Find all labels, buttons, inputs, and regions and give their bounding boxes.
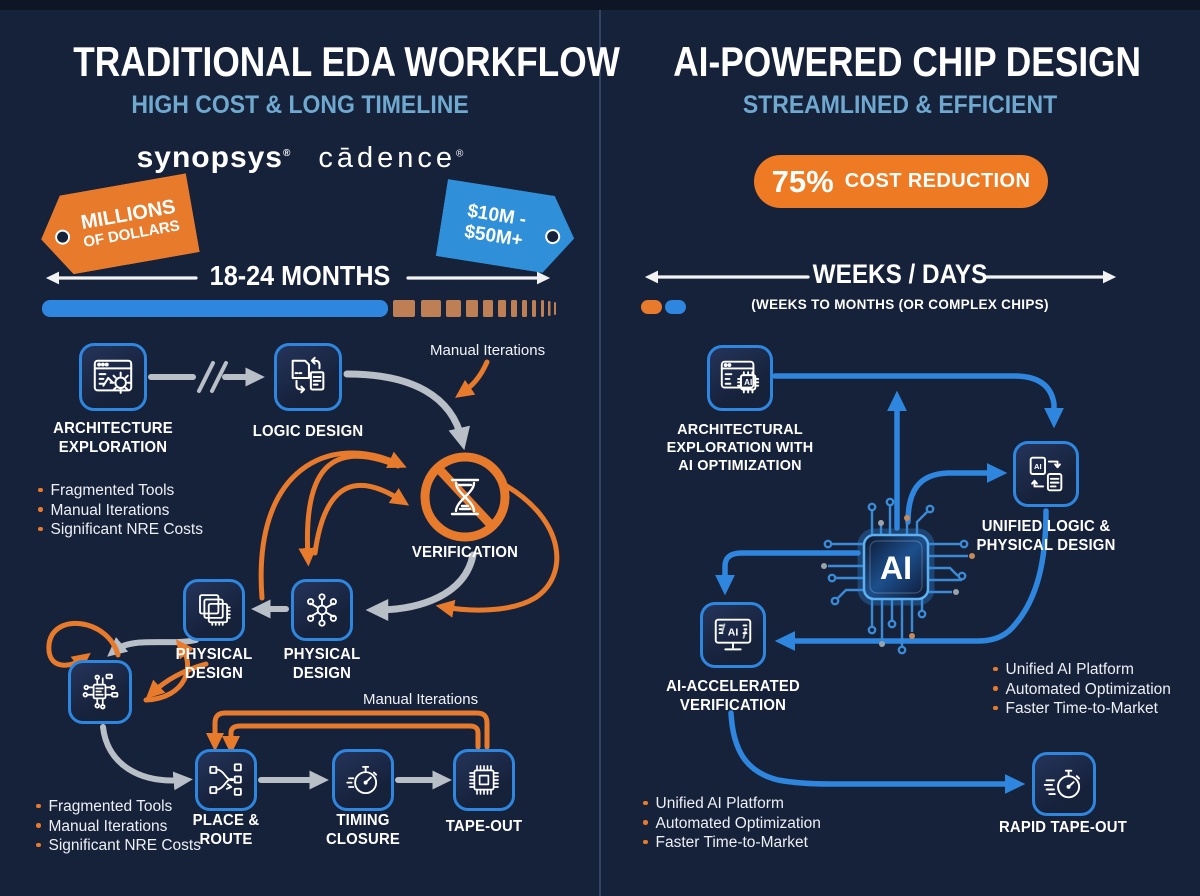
physical-design-layers-icon bbox=[199, 594, 231, 626]
bullet-item: Manual Iterations bbox=[38, 501, 203, 521]
ai-chip-traces bbox=[821, 497, 975, 655]
right-timeline-note: (WEEKS TO MONTHS (OR COMPLEX CHIPS) bbox=[751, 297, 1049, 312]
architecture-exploration-icon bbox=[93, 359, 133, 394]
label-place-route: PLACE & ROUTE bbox=[192, 812, 260, 848]
node-physical-design-layers bbox=[183, 579, 245, 641]
rapid-tape-out-icon bbox=[1043, 769, 1081, 799]
bullet-item: Faster Time-to-Market bbox=[643, 833, 821, 853]
badge-label: COST REDUCTION bbox=[844, 170, 1031, 192]
bullet-item: Automated Optimization bbox=[993, 680, 1171, 700]
node-rapid-tape-out bbox=[1032, 752, 1096, 816]
label-architecture-exploration: ARCHITECTURE EXPLORATION bbox=[53, 420, 173, 456]
node-logic-design bbox=[274, 343, 342, 411]
ai-chip-label: AI bbox=[880, 550, 912, 586]
ai-chip-graphic: AI bbox=[821, 497, 975, 655]
label-verification: VERIFICATION bbox=[411, 544, 519, 561]
bullet-item: Fragmented Tools bbox=[36, 797, 201, 817]
timing-closure-icon bbox=[346, 765, 378, 795]
svg-text:AI: AI bbox=[1034, 462, 1042, 471]
right-bullets-bottom: Unified AI Platform Automated Optimizati… bbox=[643, 794, 821, 853]
node-ai-verification: AI bbox=[700, 602, 766, 668]
node-ai-architecture: AI bbox=[707, 345, 773, 411]
cadence-logo: cādence® bbox=[318, 142, 464, 174]
label-tape-out: TAPE-OUT bbox=[445, 818, 523, 835]
left-timeline-label: 18-24 MONTHS bbox=[209, 260, 391, 291]
registered-mark: ® bbox=[283, 148, 291, 159]
price-tag-cost: $10M - $50M+ bbox=[436, 179, 581, 277]
bullet-item: Significant NRE Costs bbox=[38, 520, 203, 540]
chip-network-icon bbox=[82, 673, 119, 710]
label-timing-closure: TIMING CLOSURE bbox=[325, 812, 401, 848]
bullet-item: Unified AI Platform bbox=[993, 660, 1171, 680]
right-panel-title: AI-POWERED CHIP DESIGN bbox=[673, 38, 1142, 85]
left-bullets-top: Fragmented Tools Manual Iterations Signi… bbox=[38, 481, 203, 540]
tag-string bbox=[26, 174, 70, 218]
badge-percent: 75% bbox=[771, 163, 834, 199]
tape-out-icon bbox=[469, 765, 499, 795]
ai-verification-icon: AI bbox=[714, 618, 752, 651]
bullet-item: Faster Time-to-Market bbox=[993, 699, 1171, 719]
node-timing-closure bbox=[332, 749, 394, 811]
left-panel-subtitle: HIGH COST & LONG TIMELINE bbox=[131, 91, 469, 119]
bullet-item: Unified AI Platform bbox=[643, 794, 821, 814]
label-physical-design-2: PHYSICAL DESIGN bbox=[283, 646, 361, 682]
label-ai-architecture: ARCHITECTURAL EXPLORATION WITH AI OPTIMI… bbox=[666, 421, 814, 474]
left-bullets-bottom: Fragmented Tools Manual Iterations Signi… bbox=[36, 797, 201, 856]
label-logic-design: LOGIC DESIGN bbox=[252, 423, 364, 440]
bullet-item: Significant NRE Costs bbox=[36, 836, 201, 856]
label-unified-design: UNIFIED LOGIC & PHYSICAL DESIGN bbox=[976, 518, 1116, 554]
bullet-item: Fragmented Tools bbox=[38, 481, 203, 501]
logic-design-icon bbox=[291, 356, 325, 394]
panel-divider bbox=[599, 0, 601, 896]
svg-text:AI: AI bbox=[744, 378, 752, 387]
node-chip-network bbox=[68, 660, 132, 724]
left-panel-title: TRADITIONAL EDA WORKFLOW bbox=[73, 38, 620, 85]
label-ai-verification: AI-ACCELERATED VERIFICATION bbox=[666, 678, 800, 714]
hourglass-icon bbox=[450, 478, 480, 516]
synopsys-logo: synopsys® bbox=[136, 141, 291, 174]
svg-text:AI: AI bbox=[728, 626, 739, 638]
node-tape-out bbox=[453, 749, 515, 811]
node-architecture-exploration bbox=[79, 343, 147, 411]
price-tag-millions: MILLIONS OF DOLLARS bbox=[34, 173, 200, 279]
verification-no-icon bbox=[420, 452, 510, 542]
manual-iterations-annotation-top: Manual Iterations bbox=[430, 342, 546, 359]
bullet-item: Automated Optimization bbox=[643, 814, 821, 834]
node-physical-design-network bbox=[291, 579, 353, 641]
unified-design-icon: AI bbox=[1029, 456, 1063, 492]
node-place-route bbox=[195, 749, 257, 811]
label-physical-design-1: PHYSICAL DESIGN bbox=[175, 646, 253, 682]
manual-iterations-annotation-bottom: Manual Iterations bbox=[363, 691, 479, 708]
progress-bar bbox=[42, 300, 556, 317]
cost-reduction-badge: 75% COST REDUCTION bbox=[754, 155, 1048, 208]
right-panel-subtitle: STREAMLINED & EFFICIENT bbox=[742, 91, 1058, 119]
physical-design-network-icon bbox=[307, 593, 337, 627]
vendor-logos: synopsys® cādence® bbox=[50, 141, 550, 175]
node-unified-design: AI bbox=[1013, 441, 1079, 507]
right-bullets-mid: Unified AI Platform Automated Optimizati… bbox=[993, 660, 1171, 719]
place-route-icon bbox=[209, 763, 242, 796]
label-rapid-tape-out: RAPID TAPE-OUT bbox=[998, 819, 1128, 836]
registered-mark: ® bbox=[456, 148, 464, 160]
right-timeline-label: WEEKS / DAYS bbox=[812, 259, 988, 289]
bullet-item: Manual Iterations bbox=[36, 817, 201, 837]
ai-architecture-icon: AI bbox=[720, 360, 760, 394]
